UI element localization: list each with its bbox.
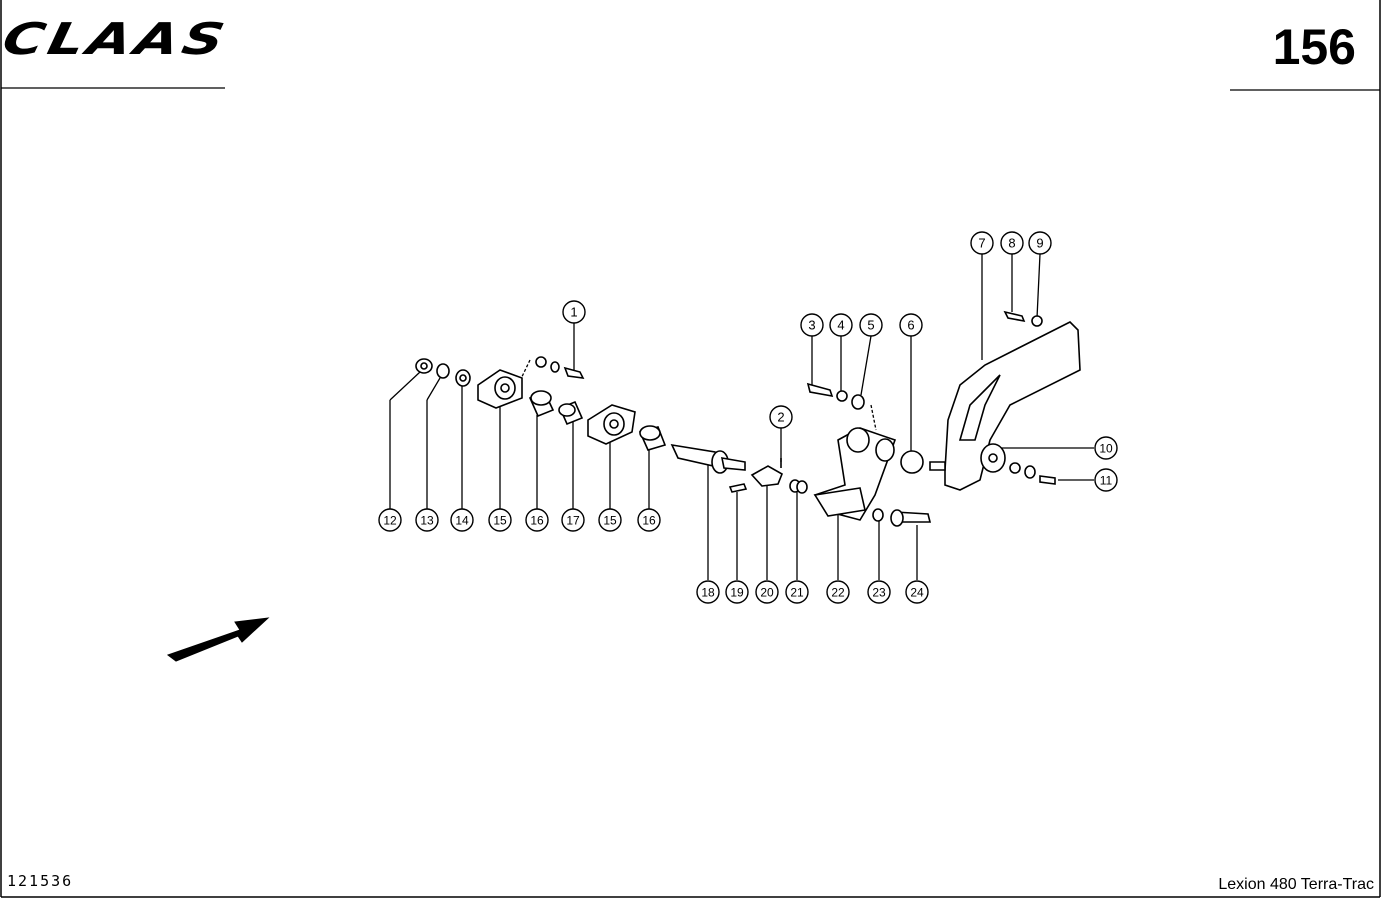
callout-11: 11 [1094, 468, 1118, 492]
callout-label: 2 [777, 410, 784, 425]
direction-arrow [166, 617, 270, 662]
callout-label: 13 [420, 514, 434, 528]
callout-label: 22 [831, 586, 845, 600]
callout-label: 15 [603, 514, 617, 528]
callout-22: 22 [826, 580, 850, 604]
callout-2: 2 [769, 405, 793, 429]
callout-19: 19 [725, 580, 749, 604]
callout-21: 21 [785, 580, 809, 604]
callout-10: 10 [1094, 436, 1118, 460]
page-number: 156 [1272, 19, 1356, 75]
callout-18: 18 [696, 580, 720, 604]
callout-16: 16 [637, 508, 661, 532]
callout-label: 18 [701, 586, 715, 600]
document-number: 121536 [7, 872, 74, 890]
callout-label: 12 [383, 514, 397, 528]
callout-label: 5 [867, 318, 874, 333]
callout-6: 6 [899, 313, 923, 337]
callout-8: 8 [1000, 231, 1024, 255]
callout-label: 19 [730, 586, 744, 600]
callout-7: 7 [970, 231, 994, 255]
callout-12: 12 [378, 508, 402, 532]
callout-17: 17 [561, 508, 585, 532]
callout-15: 15 [598, 508, 622, 532]
callout-1: 1 [562, 300, 586, 324]
callout-label: 15 [493, 514, 507, 528]
callout-label: 9 [1036, 236, 1043, 251]
model-label: Lexion 480 Terra-Trac [1218, 876, 1374, 893]
callout-label: 7 [978, 236, 985, 251]
callout-label: 16 [642, 514, 656, 528]
callout-label: 24 [910, 586, 924, 600]
callout-20: 20 [755, 580, 779, 604]
callout-5: 5 [859, 313, 883, 337]
callout-label: 11 [1100, 474, 1113, 488]
callout-label: 21 [790, 586, 804, 600]
callout-13: 13 [415, 508, 439, 532]
callout-9: 9 [1028, 231, 1052, 255]
callout-label: 6 [907, 318, 914, 333]
callout-23: 23 [867, 580, 891, 604]
callout-label: 1 [570, 305, 577, 320]
callout-label: 3 [808, 318, 815, 333]
callout-label: 8 [1008, 236, 1015, 251]
callout-label: 10 [1099, 442, 1113, 456]
callout-3: 3 [800, 313, 824, 337]
callout-label: 17 [566, 514, 580, 528]
callout-16: 16 [525, 508, 549, 532]
callout-label: 4 [837, 318, 844, 333]
callout-4: 4 [829, 313, 853, 337]
callout-label: 16 [530, 514, 544, 528]
callout-14: 14 [450, 508, 474, 532]
callout-24: 24 [905, 580, 929, 604]
callout-15: 15 [488, 508, 512, 532]
callout-label: 20 [760, 586, 774, 600]
callout-label: 14 [455, 514, 469, 528]
callout-label: 23 [872, 586, 886, 600]
